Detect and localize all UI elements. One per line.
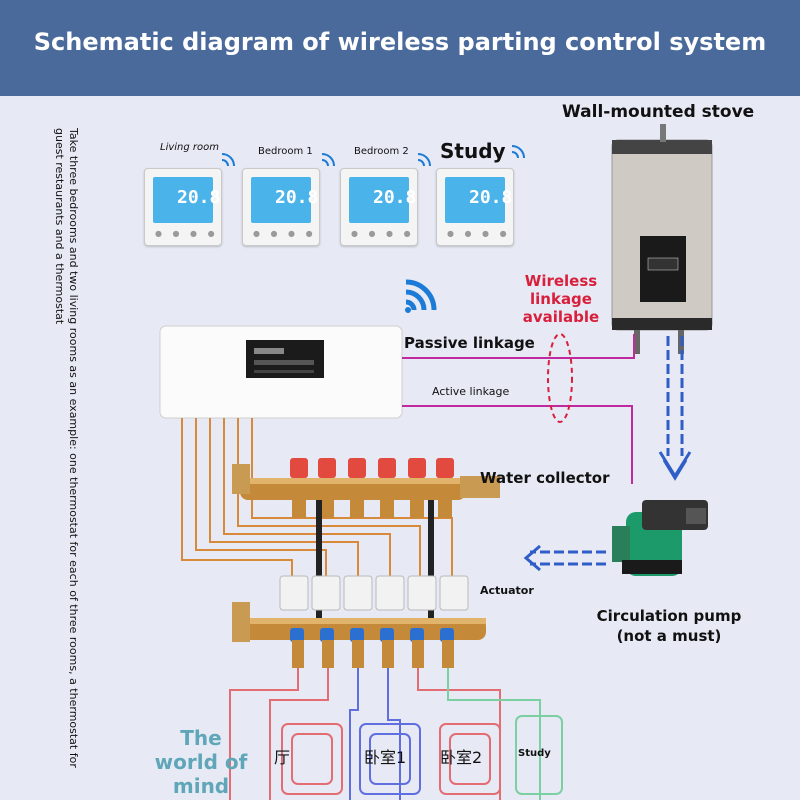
water-collector-manifold	[232, 464, 500, 500]
arrow-head	[658, 451, 692, 479]
page-title: Schematic diagram of wireless parting co…	[33, 28, 767, 56]
thermostat-reading: 20.8	[373, 187, 417, 208]
thermostat-buttons: ● ● ● ●	[447, 229, 511, 238]
wireless-linkage-label: Wireless linkage available	[522, 272, 600, 326]
wifi-dot	[405, 307, 411, 313]
thermostat-study: 20.8 ● ● ● ●	[436, 168, 514, 246]
floor-loop-label-bedroom-2: 卧室2	[440, 748, 483, 767]
zone-controller	[159, 325, 403, 419]
circulation-pump-label: Circulation pump (not a must)	[596, 607, 742, 645]
stove-label: Wall-mounted stove	[562, 102, 755, 122]
arrow-head	[523, 544, 541, 572]
thermostat-bedroom-1: 20.8 ● ● ● ●	[242, 168, 320, 246]
wifi-icon	[511, 145, 525, 159]
thermostat-label-study: Study	[440, 139, 506, 163]
thermostat-reading: 20.8	[469, 187, 513, 208]
actuator-row	[279, 575, 469, 611]
floor-loop-label-study: Study	[518, 748, 551, 759]
header-banner: Schematic diagram of wireless parting co…	[0, 0, 800, 96]
thermostat-living-room: 20.8 ● ● ● ●	[144, 168, 222, 246]
thermostat-bedroom-2: 20.8 ● ● ● ●	[340, 168, 418, 246]
thermostat-screen: 20.8	[349, 177, 416, 223]
thermostat-label-bedroom-1: Bedroom 1	[258, 146, 313, 157]
thermostat-screen: 20.8	[153, 177, 220, 223]
circulation-pump-unit	[612, 500, 708, 576]
manifold-outlets	[292, 500, 452, 518]
passive-linkage-label: Passive linkage	[404, 334, 535, 352]
thermostat-screen: 20.8	[251, 177, 318, 223]
thermostat-label-bedroom-2: Bedroom 2	[354, 146, 409, 157]
passive-linkage-line	[402, 334, 635, 359]
arrow-head	[662, 459, 688, 481]
water-flow-arrow	[666, 336, 684, 456]
manifold-bracket	[316, 500, 322, 620]
floor-loop-coils	[281, 715, 563, 795]
floor-loop-label-hall: 厅	[274, 748, 291, 767]
actuator-label: Actuator	[480, 584, 534, 597]
active-linkage-line	[402, 405, 633, 484]
side-note: Take three bedrooms and two living rooms…	[53, 128, 80, 768]
thermostat-screen: 20.8	[445, 177, 512, 223]
thermostat-buttons: ● ● ● ●	[351, 229, 415, 238]
thermostat-buttons: ● ● ● ●	[155, 229, 219, 238]
wall-mounted-stove-unit	[611, 124, 713, 354]
thermostat-reading: 20.8	[275, 187, 319, 208]
thermostat-reading: 20.8	[177, 187, 221, 208]
wifi-icon	[321, 153, 335, 167]
manifold-bracket	[428, 500, 434, 620]
wireless-optional-marker	[547, 333, 573, 423]
active-linkage-label: Active linkage	[432, 385, 510, 398]
watermark-text: The world of mind	[154, 726, 248, 798]
wifi-icon	[221, 153, 235, 167]
floor-loop-label-bedroom-1: 卧室1	[364, 748, 407, 767]
wifi-icon	[417, 153, 431, 167]
thermostat-buttons: ● ● ● ●	[253, 229, 317, 238]
thermostat-label-living-room: Living room	[160, 142, 219, 153]
diagram-drawing	[159, 124, 713, 800]
manifold-valve-row	[290, 458, 454, 478]
return-outlets	[292, 640, 454, 668]
wifi-icon	[405, 279, 437, 311]
return-flow-arrow	[530, 550, 606, 566]
blue-valve-row	[290, 628, 454, 642]
water-collector-label: Water collector	[480, 469, 610, 487]
